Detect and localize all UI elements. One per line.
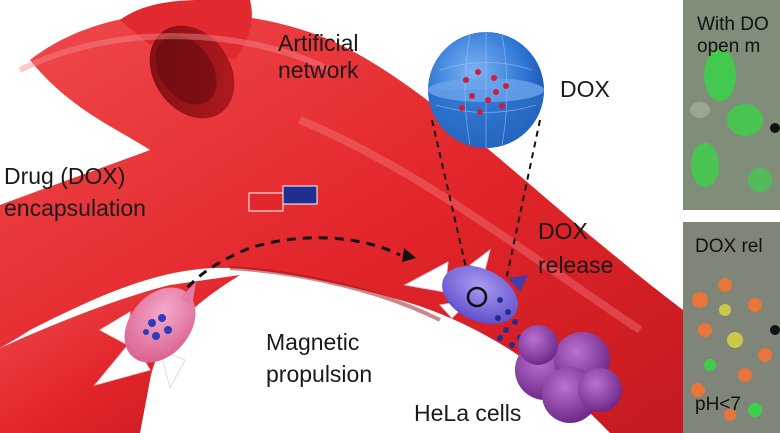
label-dox-release-line2: release xyxy=(538,252,614,278)
micro-rocket-releasing xyxy=(403,248,528,348)
micro-rocket-loaded xyxy=(93,282,196,390)
propulsion-path xyxy=(176,236,401,301)
label-drug-encapsulation-line2: encapsulation xyxy=(4,195,146,221)
label-dox-release: DOX release xyxy=(538,214,613,282)
label-magnetic-propulsion-line2: propulsion xyxy=(266,361,373,387)
label-artificial-network: Artificial network xyxy=(278,30,359,84)
label-hela-cells: HeLa cells xyxy=(414,400,522,426)
panel-top-caption: With DO open m xyxy=(683,0,780,210)
label-drug-encapsulation-line1: Drug (DOX) xyxy=(4,163,126,189)
panel-bottom-caption-top: DOX rel xyxy=(695,236,763,257)
label-magnetic-propulsion-line1: Magnetic xyxy=(266,329,360,355)
propulsion-arrowhead xyxy=(402,248,416,262)
label-dox: DOX xyxy=(560,76,610,102)
label-artificial-network-line2: network xyxy=(278,57,359,83)
dox-sphere xyxy=(428,32,544,148)
blood-vessel-main xyxy=(0,12,683,433)
fluorescence-panel-top xyxy=(683,0,780,210)
panel-bottom-caption-bottom: pH<7 xyxy=(695,394,741,415)
magnet-red-pole xyxy=(248,192,284,212)
panel-top-caption-line1: With DO xyxy=(697,14,769,35)
label-drug-encapsulation: Drug (DOX) encapsulation xyxy=(4,160,146,224)
panel-top-caption-line2: open m xyxy=(697,36,761,57)
magnet-blue-pole xyxy=(282,185,318,205)
hela-cell-cluster xyxy=(515,325,622,423)
label-artificial-network-line1: Artificial xyxy=(278,30,359,56)
label-magnetic-propulsion: Magnetic propulsion xyxy=(266,326,372,390)
panel-bottom-caption: DOX rel pH<7 xyxy=(683,222,780,433)
label-dox-release-line1: DOX xyxy=(538,218,588,244)
fluorescence-panel-bottom xyxy=(683,222,780,433)
